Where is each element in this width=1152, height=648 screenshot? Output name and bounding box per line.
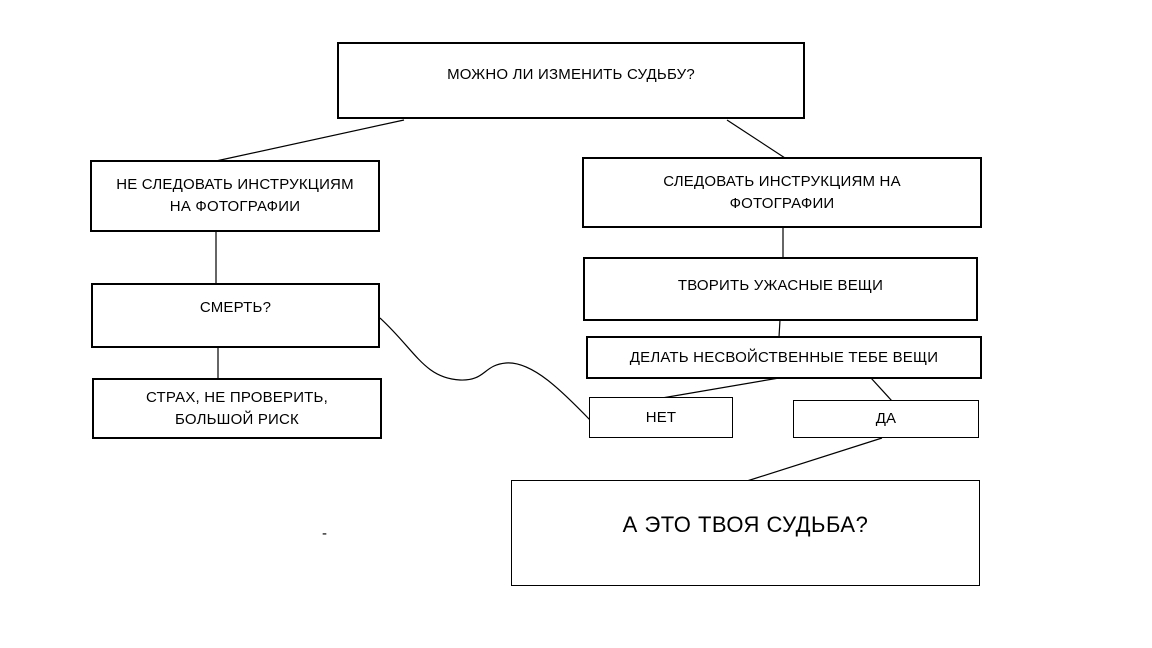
node-yes: ДА xyxy=(793,400,979,438)
node-follow-line1: СЛЕДОВАТЬ ИНСТРУКЦИЯМ НА xyxy=(663,172,901,190)
node-not-follow-line1: НЕ СЛЕДОВАТЬ ИНСТРУКЦИЯМ xyxy=(116,176,354,193)
connector-yes-to-destiny xyxy=(746,437,883,482)
node-death-label: СМЕРТЬ? xyxy=(199,298,272,316)
node-do-terrible-things: ТВОРИТЬ УЖАСНЫЕ ВЕЩИ xyxy=(583,257,978,321)
node-fear-risk: СТРАХ, НЕ ПРОВЕРИТЬ, БОЛЬШОЙ РИСК xyxy=(92,378,382,439)
node-not-follow-line2: НА ФОТОГРАФИИ xyxy=(169,198,301,215)
node-no: НЕТ xyxy=(589,397,733,438)
connector-death-to-no-wavy xyxy=(379,317,591,421)
node-destiny-label: А ЭТО ТВОЯ СУДЬБА? xyxy=(622,512,869,537)
connector-unusual-to-no xyxy=(661,377,780,399)
node-terrible-label: ТВОРИТЬ УЖАСНЫЕ ВЕЩИ xyxy=(677,277,884,294)
node-fear-line1: СТРАХ, НЕ ПРОВЕРИТЬ, xyxy=(146,388,328,406)
node-unusual-label: ДЕЛАТЬ НЕСВОЙСТВЕННЫЕ ТЕБЕ ВЕЩИ xyxy=(629,348,939,366)
node-main-question-label: МОЖНО ЛИ ИЗМЕНИТЬ СУДЬБУ? xyxy=(447,65,695,83)
connector-unusual-to-yes xyxy=(870,377,893,402)
connector-terrible-to-unusual xyxy=(778,319,781,338)
node-not-follow-instructions: НЕ СЛЕДОВАТЬ ИНСТРУКЦИЯМ НА ФОТОГРАФИИ xyxy=(90,160,380,232)
node-fear-line2: БОЛЬШОЙ РИСК xyxy=(175,410,299,428)
node-your-destiny-question: А ЭТО ТВОЯ СУДЬБА? xyxy=(511,480,980,586)
node-death-question: СМЕРТЬ? xyxy=(91,283,380,348)
node-follow-instructions: СЛЕДОВАТЬ ИНСТРУКЦИЯМ НА ФОТОГРАФИИ xyxy=(582,157,982,228)
node-do-uncharacteristic-things: ДЕЛАТЬ НЕСВОЙСТВЕННЫЕ ТЕБЕ ВЕЩИ xyxy=(586,336,982,379)
node-no-label: НЕТ xyxy=(645,408,677,426)
node-yes-label: ДА xyxy=(875,410,897,427)
connector-main-to-notfollow xyxy=(215,119,405,162)
stray-dash-mark: - xyxy=(322,525,327,542)
node-follow-line2: ФОТОГРАФИИ xyxy=(729,194,835,212)
connector-main-to-follow xyxy=(726,119,786,159)
node-main-question: МОЖНО ЛИ ИЗМЕНИТЬ СУДЬБУ? xyxy=(337,42,805,119)
